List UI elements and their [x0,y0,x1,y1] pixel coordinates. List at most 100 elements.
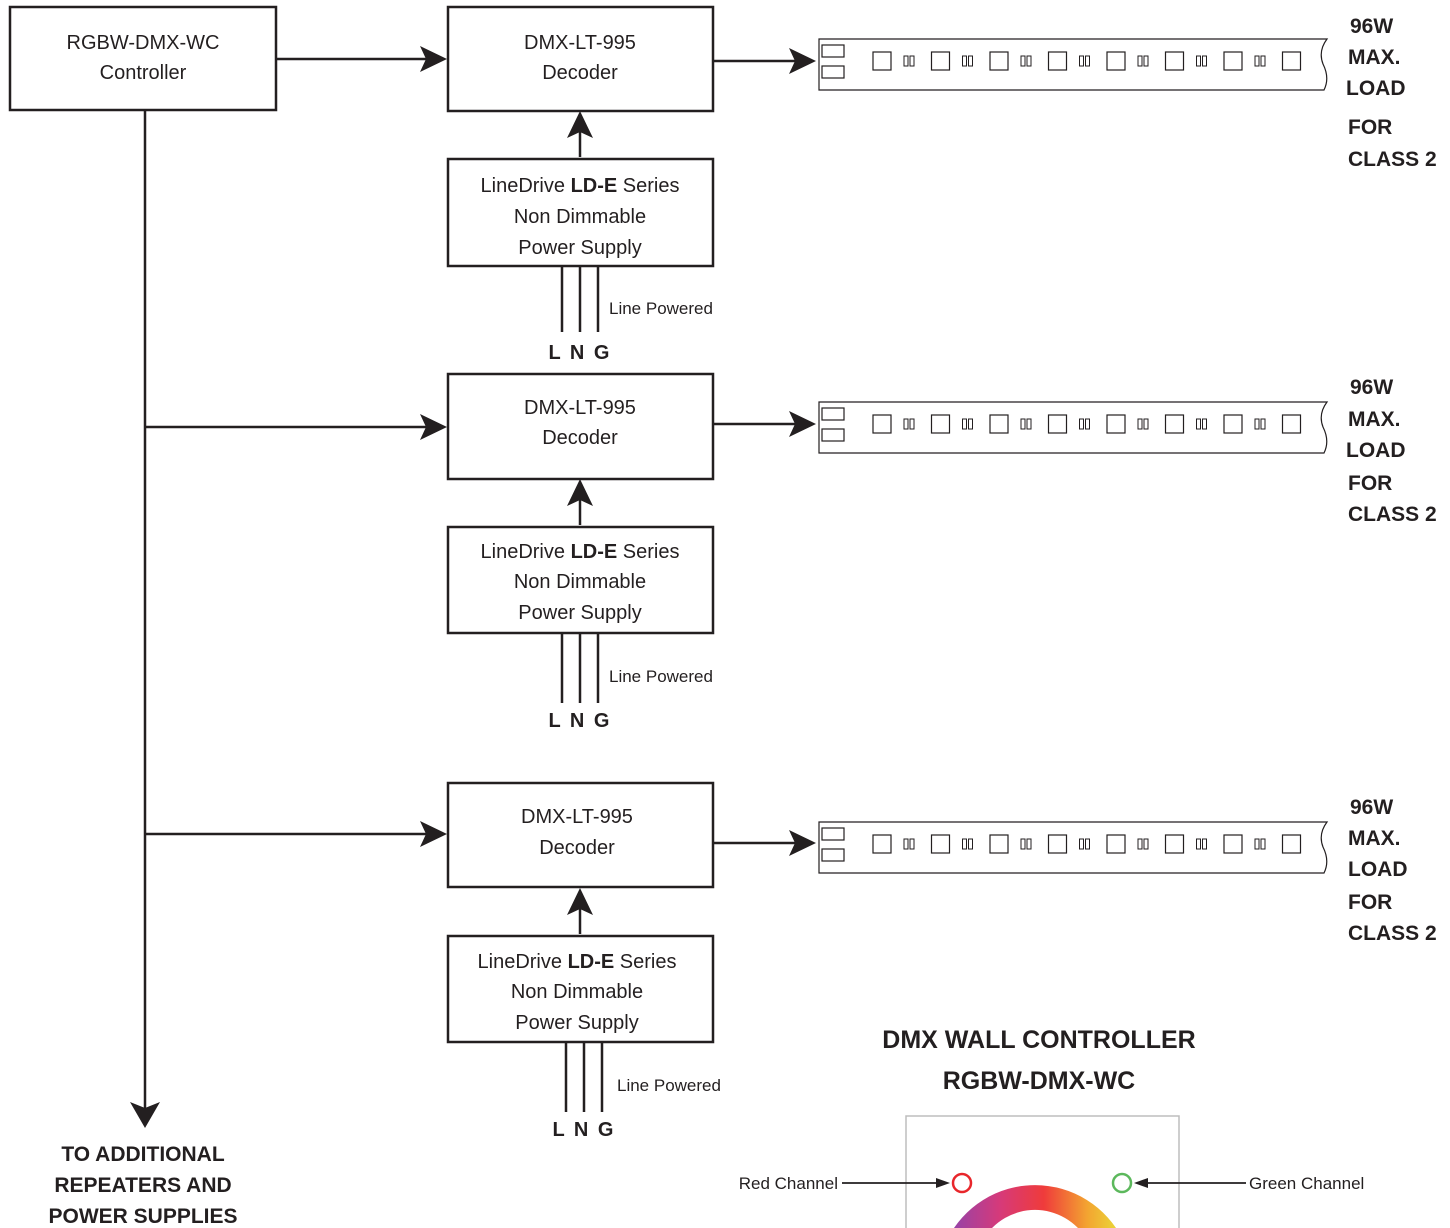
load-3-load: LOAD [1348,858,1408,881]
arrow-up-2 [567,479,593,506]
line-powered-2: Line Powered [609,667,713,686]
resistor [1137,55,1143,67]
resistor [1143,418,1149,430]
resistor [1196,418,1201,430]
led-chip [1106,51,1126,71]
resistor [1085,838,1090,850]
strip-connector-pad [821,44,845,58]
psu-2-series: LineDrive LD-E Series [481,541,680,563]
wires-1 [560,266,600,332]
strip-body [818,401,1329,454]
resistor [1202,838,1207,850]
load-label-1: 96W MAX. LOAD FOR CLASS 2 [1346,15,1437,171]
red-channel-indicator [951,1172,973,1194]
resistor [1026,418,1032,430]
wall-controller-title: DMX WALL CONTROLLER [882,1026,1195,1054]
strip-connector-pad [821,65,845,79]
resistor [1079,838,1084,850]
resistor [1085,418,1090,430]
load-2-load: LOAD [1346,439,1406,462]
wall-controller-panel [905,1115,1180,1228]
decoder-2-label: Decoder [542,427,618,449]
load-2-watts: 96W [1350,376,1393,399]
wall-controller-model: RGBW-DMX-WC [943,1067,1136,1095]
load-1-load: LOAD [1346,77,1406,100]
arrow-up-3 [567,888,593,915]
controller-name: RGBW-DMX-WC [67,32,220,54]
led-chip [1164,414,1185,434]
strip-connector-pad [821,428,845,442]
psu-1-series: LineDrive LD-E Series [481,175,680,197]
load-1-for: FOR [1348,116,1392,139]
psu-3-label: Power Supply [515,1012,638,1034]
resistor [1020,55,1026,67]
controller-label: Controller [100,62,187,84]
arrow-to-decoder-2 [420,414,447,440]
load-1-max: MAX. [1348,46,1401,69]
resistor [1137,418,1143,430]
resistor [1254,838,1260,850]
resistor [909,418,915,430]
arrow-to-strip-2 [789,411,816,437]
additional-line-3: POWER SUPPLIES [48,1205,237,1228]
resistor [909,838,915,850]
resistor [903,418,909,430]
green-channel-label: Green Channel [1249,1174,1364,1193]
strip-connector-pad [821,848,845,862]
load-1-class: CLASS 2 [1348,148,1437,171]
wires-3 [564,1042,604,1112]
resistor [1143,838,1149,850]
led-chip [1281,834,1302,854]
arrow-to-decoder-3 [420,821,447,847]
red-channel-arrow [936,1178,950,1188]
decoder-1-label: Decoder [542,62,618,84]
led-chip [872,834,892,854]
arrow-to-strip-1 [789,48,816,74]
resistor [962,55,967,67]
wire-labels-3: L N G [553,1119,616,1141]
psu-1-label: Power Supply [518,237,641,259]
additional-line-1: TO ADDITIONAL [61,1143,224,1166]
resistor [1254,55,1260,67]
power-supply-2: LineDrive LD-E Series Non Dimmable Power… [446,525,715,635]
resistor [1254,418,1260,430]
load-label-3: 96W MAX. LOAD FOR CLASS 2 [1348,796,1437,945]
led-chip [1047,414,1068,434]
led-chip [1223,51,1243,71]
resistor [962,418,967,430]
arrow-to-decoder-1 [420,46,447,72]
resistor [1026,838,1032,850]
resistor [909,55,915,67]
resistor [1143,55,1149,67]
resistor [1137,838,1143,850]
decoder-3-label: Decoder [539,837,615,859]
resistor [1202,55,1207,67]
resistor [903,55,909,67]
decoder-3: DMX-LT-995 Decoder [446,781,715,889]
resistor [1020,838,1026,850]
led-chip [1223,834,1243,854]
strip-body [818,821,1329,874]
green-channel-indicator [1111,1172,1133,1194]
resistor [968,55,973,67]
resistor [968,838,973,850]
decoder-2: DMX-LT-995 Decoder [446,372,715,481]
led-chip [930,51,951,71]
led-chip [930,834,951,854]
led-chip [1281,51,1302,71]
load-2-max: MAX. [1348,408,1401,431]
resistor [968,418,973,430]
load-3-watts: 96W [1350,796,1393,819]
bus-arrow-down [130,1102,160,1128]
arrow-up-1 [567,111,593,138]
resistor [1079,55,1084,67]
decoder-1-model: DMX-LT-995 [524,32,636,54]
led-chip [1106,414,1126,434]
resistor [1196,838,1201,850]
led-chip [1047,51,1068,71]
led-chip [1164,834,1185,854]
line-powered-1: Line Powered [609,299,713,318]
resistor [1085,55,1090,67]
arrow-to-strip-3 [789,830,816,856]
